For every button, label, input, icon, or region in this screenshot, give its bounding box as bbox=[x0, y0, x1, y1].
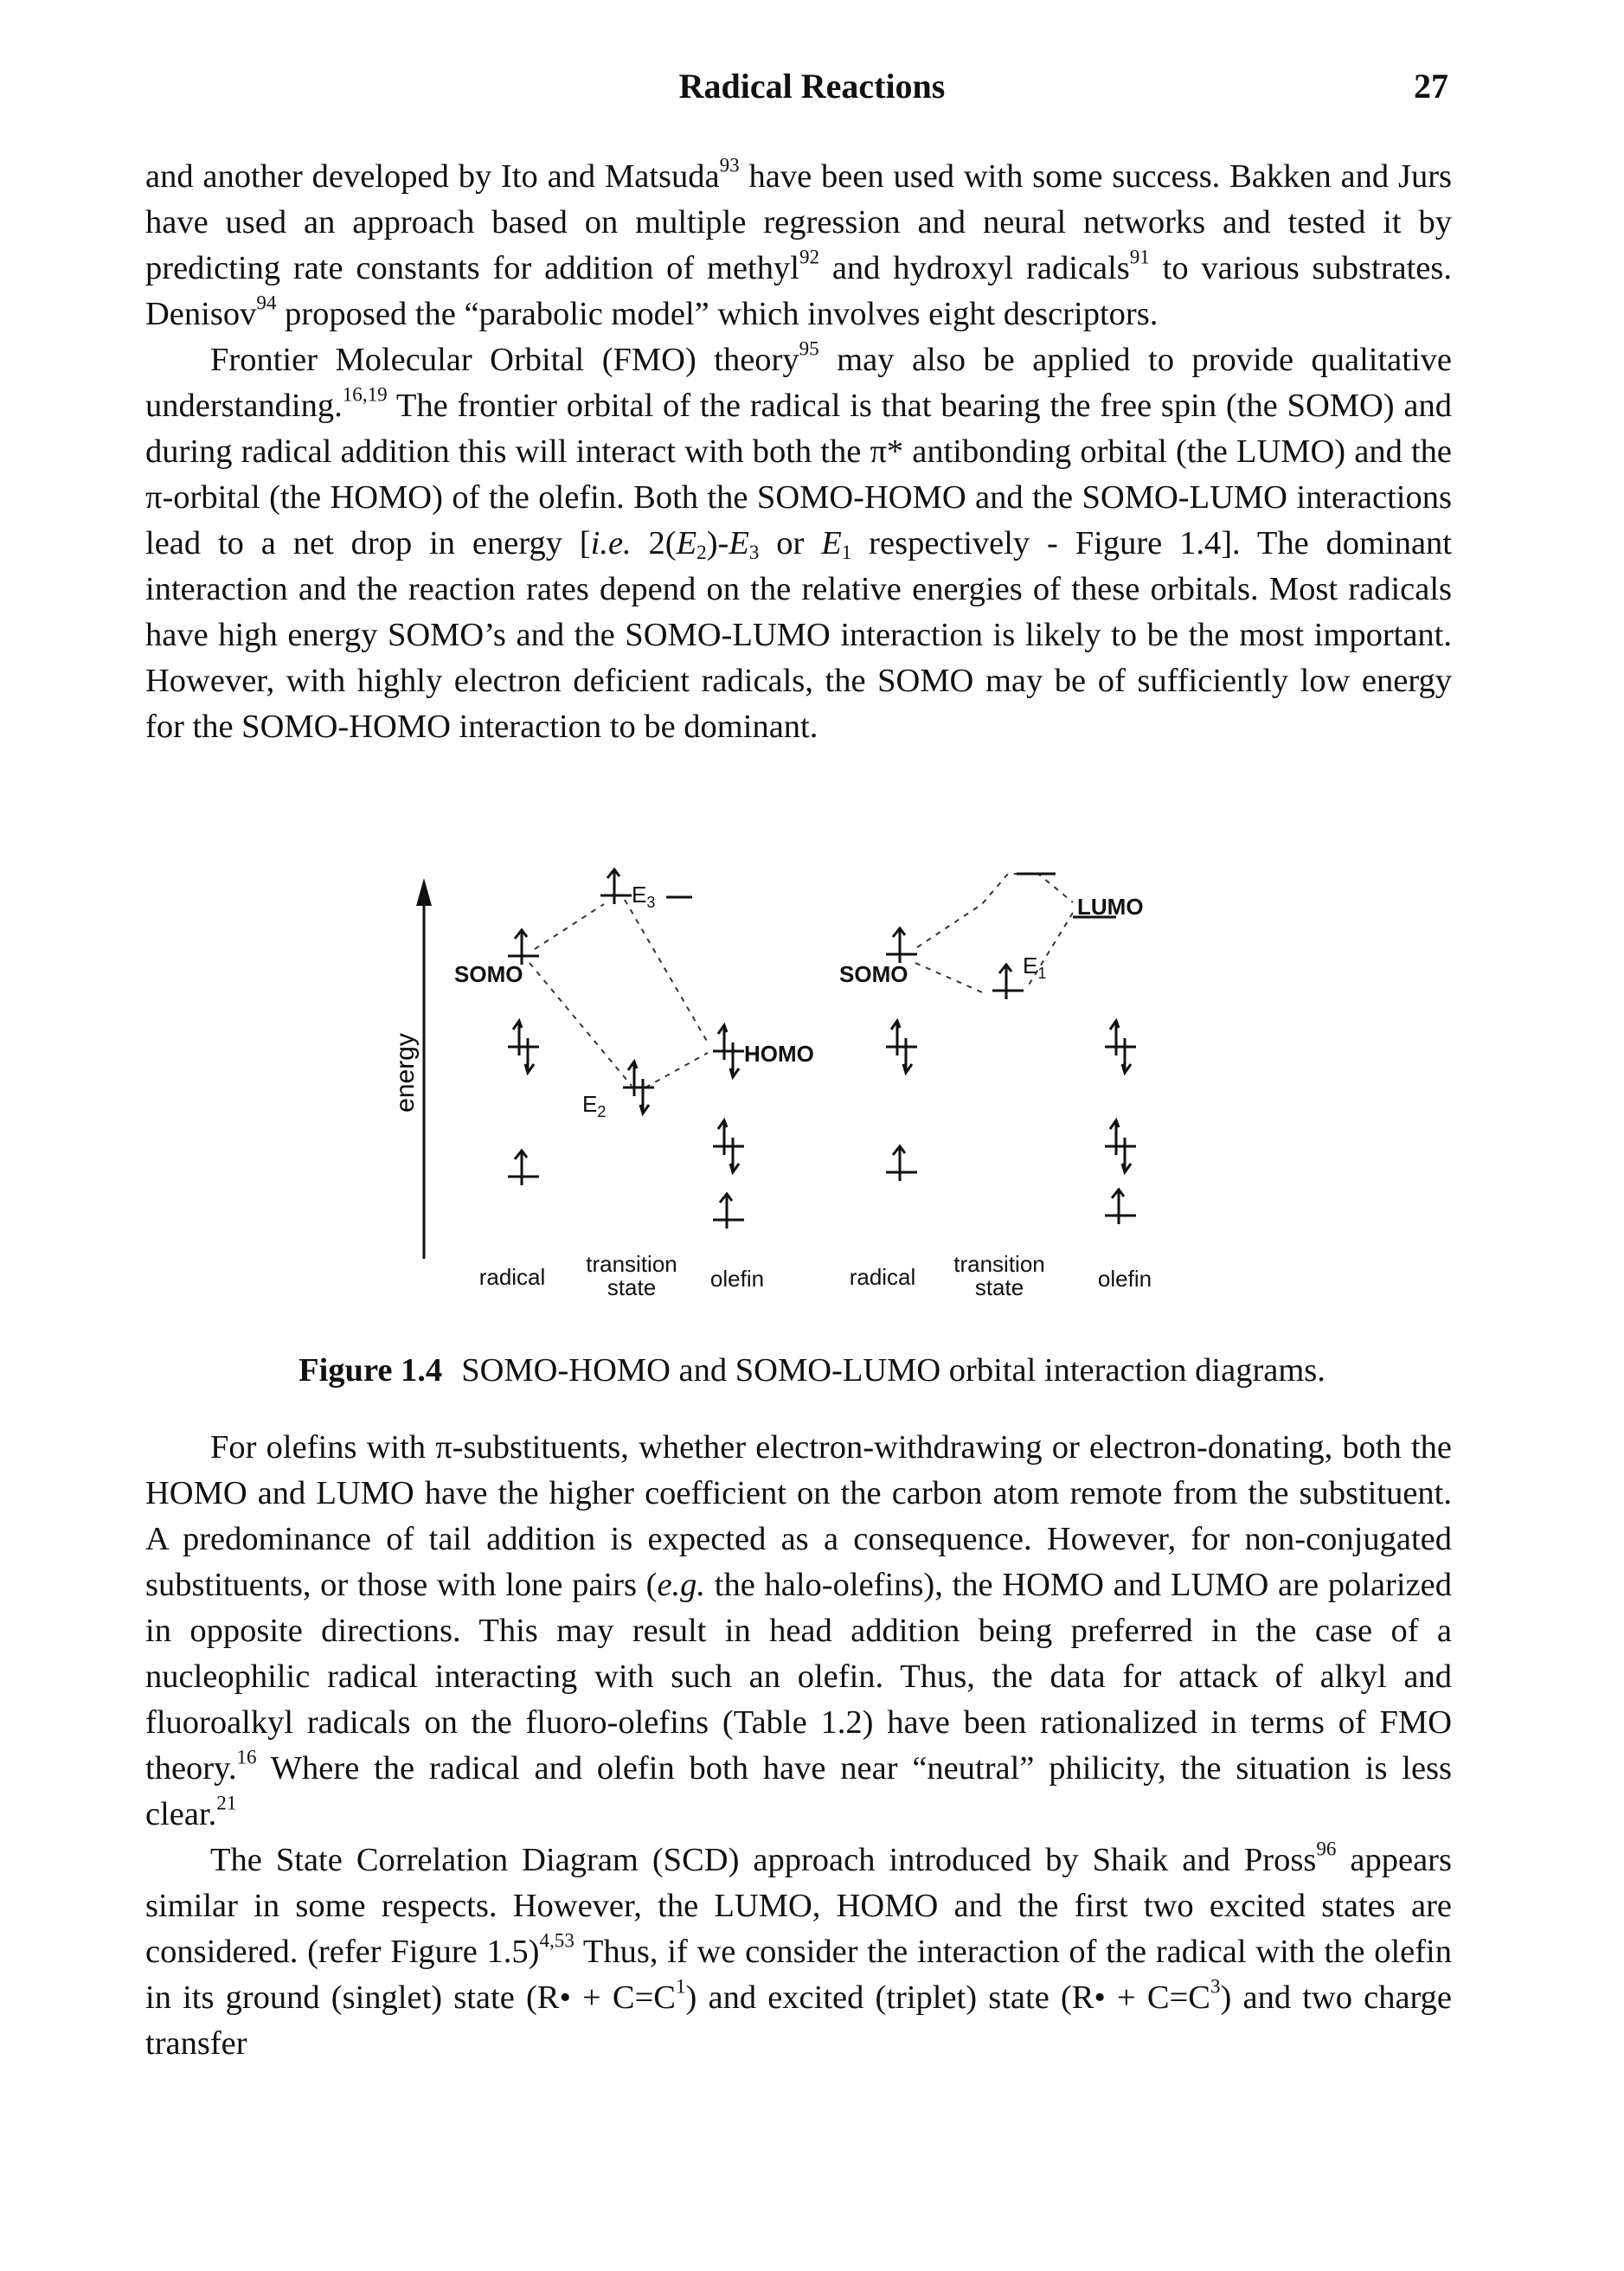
olefin-orbital-right-1 bbox=[1103, 1019, 1138, 1075]
radical-orbital-right-1 bbox=[884, 1019, 919, 1075]
olefin-orbital-left-2 bbox=[711, 1192, 746, 1230]
interaction-lines-left bbox=[529, 899, 709, 1088]
somo-level-left bbox=[506, 928, 541, 966]
radical-label-right: radical bbox=[850, 1264, 916, 1290]
text-block-top: and another developed by Ito and Matsuda… bbox=[145, 154, 1452, 750]
olefin-label-left: olefin bbox=[710, 1266, 764, 1292]
olefin-label-right: olefin bbox=[1098, 1266, 1152, 1292]
energy-axis-label: energy bbox=[391, 1033, 420, 1113]
citation-ref: 91 bbox=[1129, 245, 1150, 268]
citation-ref: 16 bbox=[236, 1745, 257, 1768]
citation-ref: 16,19 bbox=[342, 382, 388, 406]
citation-ref: 93 bbox=[719, 153, 740, 176]
radical-orbital-left-2 bbox=[506, 1149, 541, 1187]
radical-orbital-right-2 bbox=[884, 1145, 919, 1183]
text-block-bottom: For olefins with π-substituents, whether… bbox=[145, 1425, 1452, 2067]
transition-label-left: transition bbox=[586, 1251, 677, 1277]
e1-label: E1 bbox=[1023, 953, 1046, 982]
paragraph-3: For olefins with π-substituents, whether… bbox=[145, 1429, 1452, 1832]
paragraph-2: Frontier Molecular Orbital (FMO) theory9… bbox=[145, 337, 1452, 745]
olefin-orbital-left-1 bbox=[711, 1119, 746, 1174]
page-number: 27 bbox=[1414, 67, 1448, 106]
citation-ref: 4,53 bbox=[539, 1928, 574, 1952]
olefin-orbital-right-3 bbox=[1103, 1188, 1138, 1226]
figure-caption-text: SOMO-HOMO and SOMO-LUMO orbital interact… bbox=[461, 1352, 1326, 1389]
paragraph-4: The State Correlation Diagram (SCD) appr… bbox=[145, 1837, 1453, 2062]
citation-ref: 21 bbox=[216, 1791, 237, 1814]
somo-label-left: SOMO bbox=[454, 961, 523, 987]
transition-label-right: transition bbox=[953, 1251, 1045, 1277]
state-label-right: state bbox=[975, 1274, 1024, 1300]
somo-level-right bbox=[884, 927, 919, 965]
e3-level bbox=[599, 868, 633, 906]
homo-level-left bbox=[711, 1023, 746, 1079]
somo-label-right: SOMO bbox=[839, 961, 908, 987]
e2-level bbox=[621, 1060, 656, 1115]
figure-caption: Figure 1.4 SOMO-HOMO and SOMO-LUMO orbita… bbox=[0, 1351, 1624, 1389]
lumo-label: LUMO bbox=[1077, 894, 1144, 920]
state-label-left: state bbox=[607, 1274, 656, 1300]
running-header-title: Radical Reactions bbox=[678, 67, 946, 106]
interaction-lines-right bbox=[915, 873, 1074, 993]
citation-ref: 96 bbox=[1316, 1837, 1337, 1860]
orbital-interaction-diagram: energy bbox=[372, 852, 1237, 1337]
e2-label: E2 bbox=[582, 1091, 606, 1120]
olefin-orbital-right-2 bbox=[1103, 1119, 1138, 1174]
radical-orbital-left-1 bbox=[506, 1019, 541, 1075]
paragraph-1: and another developed by Ito and Matsuda… bbox=[145, 153, 1452, 332]
e1-level bbox=[991, 963, 1025, 1001]
homo-label: HOMO bbox=[744, 1041, 814, 1067]
radical-label-left: radical bbox=[479, 1264, 546, 1290]
e3-label: E3 bbox=[632, 882, 655, 911]
citation-ref: 95 bbox=[799, 337, 819, 360]
citation-ref: 94 bbox=[256, 291, 277, 314]
citation-ref: 92 bbox=[799, 245, 820, 268]
energy-axis bbox=[416, 878, 432, 1259]
figure-caption-label: Figure 1.4 bbox=[298, 1352, 443, 1389]
